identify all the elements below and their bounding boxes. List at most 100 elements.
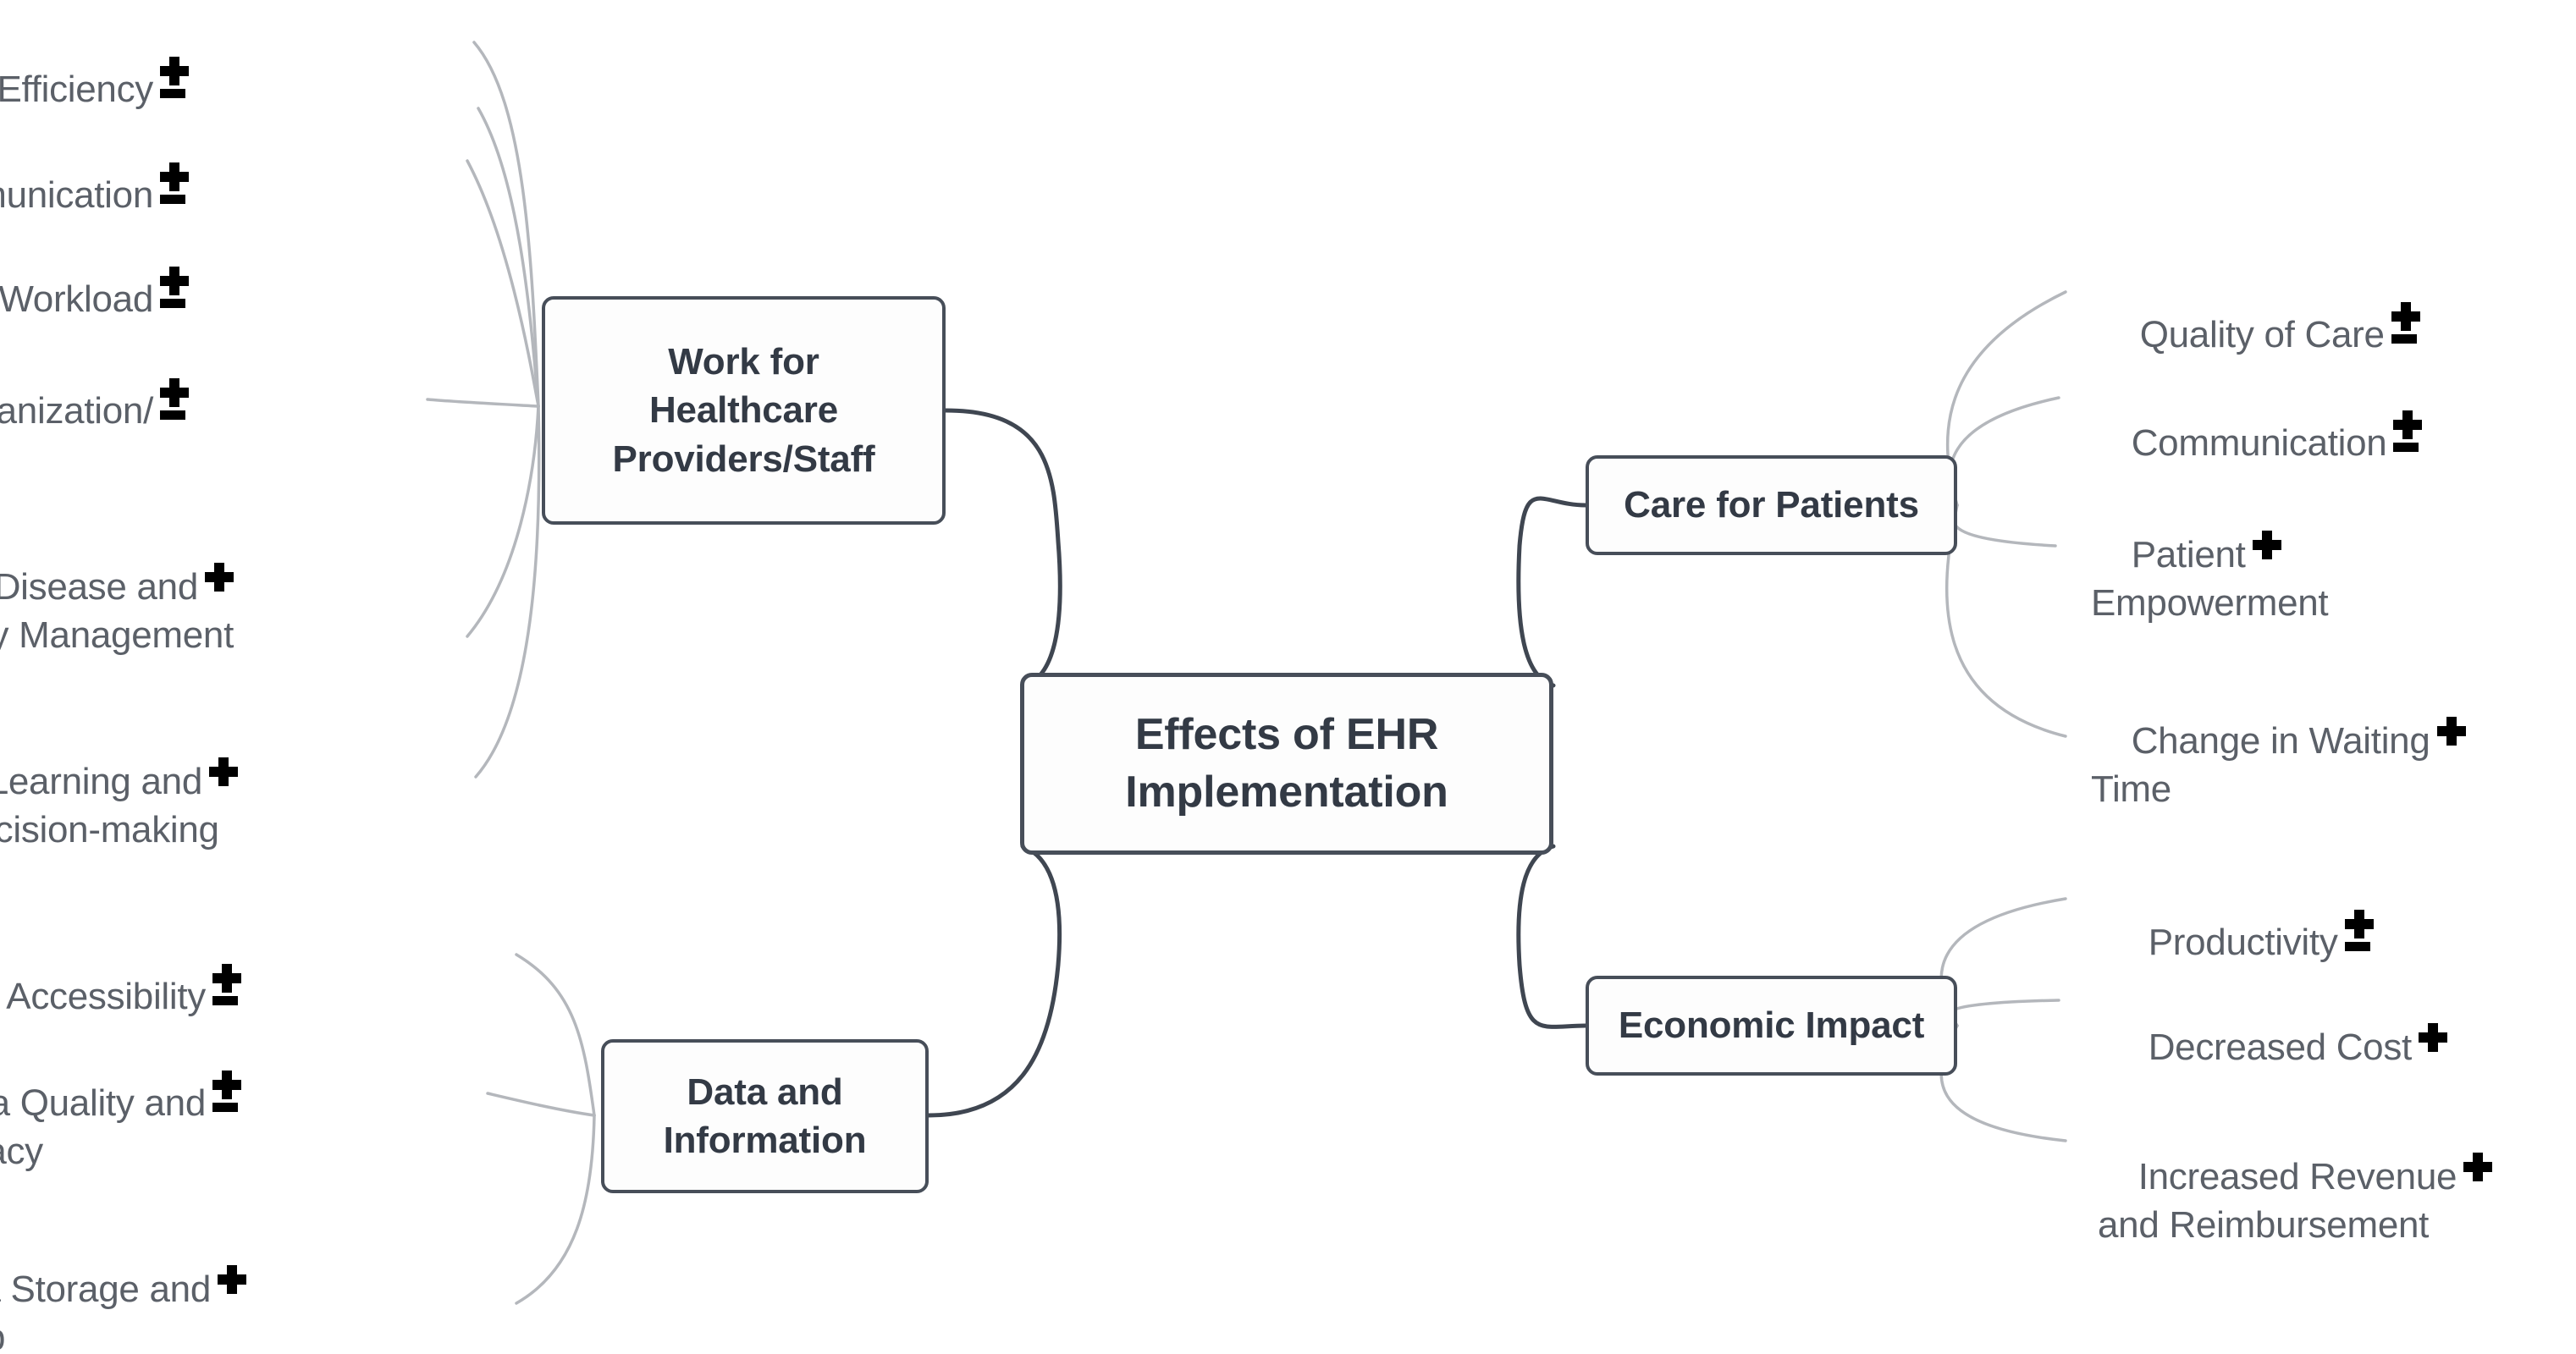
branch-label-line2: Healthcare <box>648 389 838 432</box>
leaf-wire-patient-empowerment <box>1951 504 2057 548</box>
minus-icon <box>2391 334 2417 344</box>
branch-label-line3: Providers/Staff <box>612 438 875 480</box>
minus-icon <box>160 410 185 421</box>
leaf-label: Decreased Cost <box>2148 1027 2413 1069</box>
plus-icon <box>2463 1153 2493 1182</box>
effect-markers <box>160 162 189 205</box>
leaf-communication-providers[interactable]: Communication <box>0 123 189 268</box>
plus-icon <box>218 1265 246 1295</box>
leaf-label: Work Organization/ <box>0 390 153 432</box>
leaf-accessibility[interactable]: Accessibility <box>0 924 241 1070</box>
connector-work-to-center <box>943 408 1062 688</box>
leaf-label-line2: Accuracy <box>0 1131 43 1173</box>
central-node-label-line1: Effects of EHR <box>1134 709 1439 759</box>
leaf-efficiency[interactable]: Efficiency <box>0 17 189 162</box>
leaf-wire-disease-quality <box>466 405 540 638</box>
plus-icon <box>160 378 189 408</box>
plus-icon <box>2418 1023 2447 1053</box>
leaf-data-storage-and-backup[interactable]: Data Storage andBackup <box>0 1217 246 1354</box>
branch-node-economic-impact[interactable]: Economic Impact <box>1586 976 1957 1076</box>
leaf-wire-work-organization <box>426 398 540 408</box>
minus-icon <box>2393 443 2419 453</box>
effect-markers <box>212 1071 241 1113</box>
leaf-learning-and-decision-making[interactable]: Learning andDecision-making <box>0 709 238 951</box>
leaf-label: Data Quality and <box>0 1082 206 1125</box>
minus-icon <box>160 299 185 309</box>
effect-markers <box>205 563 234 592</box>
connector-center-to-care <box>1516 496 1588 688</box>
connector-data-to-center <box>926 844 1062 1118</box>
leaf-label: Patient <box>2131 534 2246 576</box>
branch-node-work-for-healthcare-providers-staff[interactable]: Work for Healthcare Providers/Staff <box>542 296 946 525</box>
leaf-label: Data Storage and <box>0 1269 211 1311</box>
leaf-increased-revenue-and-reimbursement[interactable]: Increased Revenue and Reimbursement <box>2098 1104 2493 1346</box>
minus-icon <box>2344 942 2370 952</box>
effect-markers <box>160 267 189 309</box>
leaf-label-line2: Decision-making <box>0 809 219 851</box>
leaf-label: Disease and <box>0 566 198 608</box>
leaf-workload[interactable]: Workload <box>0 227 189 372</box>
effect-markers <box>160 57 189 99</box>
leaf-wire-increased-revenue <box>1939 1024 2067 1142</box>
leaf-wire-efficiency <box>472 41 540 408</box>
effect-markers <box>2436 717 2466 746</box>
branch-node-data-and-information[interactable]: Data and Information <box>601 1039 929 1193</box>
leaf-wire-productivity <box>1939 897 2067 1027</box>
plus-icon <box>2391 302 2420 332</box>
leaf-wire-decreased-cost <box>1944 999 2060 1027</box>
leaf-wire-data-quality <box>486 1092 596 1117</box>
leaf-wire-data-storage <box>515 1114 596 1305</box>
leaf-wire-communication <box>477 107 540 408</box>
leaf-label: Communication <box>0 174 153 217</box>
minus-icon <box>160 195 185 205</box>
leaf-wire-quality-of-care <box>1945 290 2067 507</box>
minus-icon <box>212 1103 238 1113</box>
leaf-label: Efficiency <box>0 69 153 111</box>
connector-center-to-economic <box>1516 844 1588 1029</box>
branch-label-line2: Information <box>663 1120 867 1161</box>
plus-icon <box>160 267 189 296</box>
leaf-label: Productivity <box>2148 922 2338 964</box>
central-node[interactable]: Effects of EHR Implementation <box>1020 673 1553 855</box>
leaf-quality-of-care[interactable]: Quality of Care <box>2099 262 2420 408</box>
branch-label-line1: Care for Patients <box>1624 484 1919 526</box>
plus-icon <box>2436 717 2466 746</box>
central-node-label-line2: Implementation <box>1125 767 1448 817</box>
leaf-productivity[interactable]: Productivity <box>2108 870 2374 1015</box>
leaf-label: Change in Waiting <box>2131 720 2430 762</box>
leaf-label-line2: Quality Management <box>0 614 234 657</box>
plus-icon <box>2344 910 2374 939</box>
minus-icon <box>160 89 185 99</box>
plus-icon <box>212 1071 241 1100</box>
leaf-work-organization-workflow[interactable]: Work Organization/Workflow <box>0 338 189 581</box>
leaf-label-line2: Backup <box>0 1313 246 1354</box>
effect-markers <box>2418 1023 2447 1053</box>
plus-icon <box>2393 410 2423 440</box>
effect-markers <box>209 757 238 787</box>
leaf-label-line2: and Reimbursement <box>2098 1204 2430 1247</box>
leaf-wire-workload <box>466 159 540 408</box>
leaf-wire-learning-decision <box>474 405 541 779</box>
minus-icon <box>212 996 238 1006</box>
effect-markers <box>2344 910 2374 952</box>
leaf-label-line2: Workflow <box>0 435 189 483</box>
leaf-label: Accessibility <box>6 976 206 1018</box>
effect-markers <box>160 378 189 421</box>
leaf-wire-change-waiting-time <box>1945 504 2067 738</box>
plus-icon <box>2252 531 2281 560</box>
effect-markers <box>2393 410 2423 453</box>
leaf-label: Communication <box>2131 422 2387 465</box>
branch-label-line1: Work for <box>668 341 819 383</box>
leaf-decreased-cost[interactable]: Decreased Cost <box>2108 975 2447 1120</box>
leaf-label: Increased Revenue <box>2137 1156 2457 1198</box>
effect-markers <box>212 964 241 1006</box>
branch-node-care-for-patients[interactable]: Care for Patients <box>1586 455 1957 555</box>
leaf-communication-patients[interactable]: Communication <box>2091 371 2423 516</box>
plus-icon <box>209 757 238 787</box>
leaf-data-quality-and-accuracy[interactable]: Data Quality andAccuracy <box>0 1031 241 1273</box>
leaf-wire-accessibility <box>515 953 596 1117</box>
